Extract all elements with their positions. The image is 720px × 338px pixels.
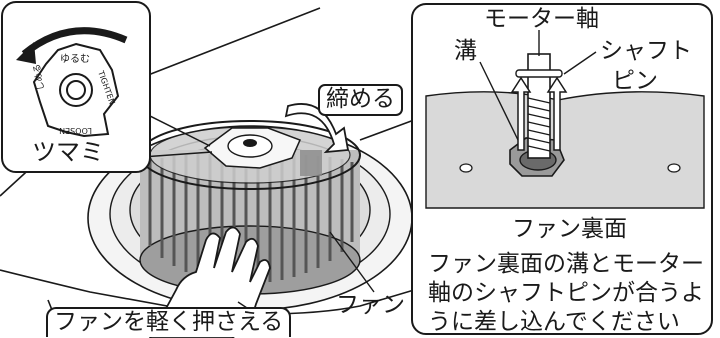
- fan-label-leader: [329, 231, 375, 293]
- motor-shaft: [515, 53, 563, 159]
- instruction-line: 軸のシャフトピンが合うよ: [428, 280, 704, 306]
- tighten-label: 締める: [318, 84, 403, 116]
- instruction-line: うに差し込んでください: [428, 309, 680, 335]
- knob-inset: ゆるむ TIGHTEN LOOSEN しめる: [1, 1, 213, 173]
- knob-inset-label: ツマミ: [32, 138, 104, 166]
- shaft-pin-label-line1: シャフト: [600, 38, 692, 64]
- groove-label: 溝: [454, 38, 477, 64]
- fan-back-plate: [425, 91, 705, 209]
- fan-illustration: ゆるむ TIGHTEN LOOSEN しめる: [0, 1, 415, 338]
- knob-on-fan: [227, 134, 273, 158]
- fan-back-label: ファン裏面: [512, 216, 627, 242]
- right-leaders: [479, 30, 597, 141]
- motor-shaft-label: モーター軸: [484, 6, 599, 32]
- knob-loosen-text-ja: ゆるむ: [60, 53, 90, 65]
- hand-instruction-label: ファンを軽く押さえる: [46, 307, 292, 337]
- knob-shimeru-text: しめる: [31, 63, 47, 92]
- shaft-pin-arrows: [510, 76, 568, 151]
- fan-label: ファン: [336, 292, 405, 318]
- shaft-pin-label-line2: ピン: [612, 68, 658, 94]
- insertion-instructions: ファン裏面の溝とモーター 軸のシャフトピンが合うよ うに差し込んでください: [428, 250, 718, 337]
- tighten-arrow: [284, 103, 350, 154]
- motor-shaft-illustration: [411, 3, 713, 335]
- instruction-line: ファン裏面の溝とモーター: [428, 251, 704, 277]
- knob-loosen-text: LOOSEN: [59, 126, 92, 135]
